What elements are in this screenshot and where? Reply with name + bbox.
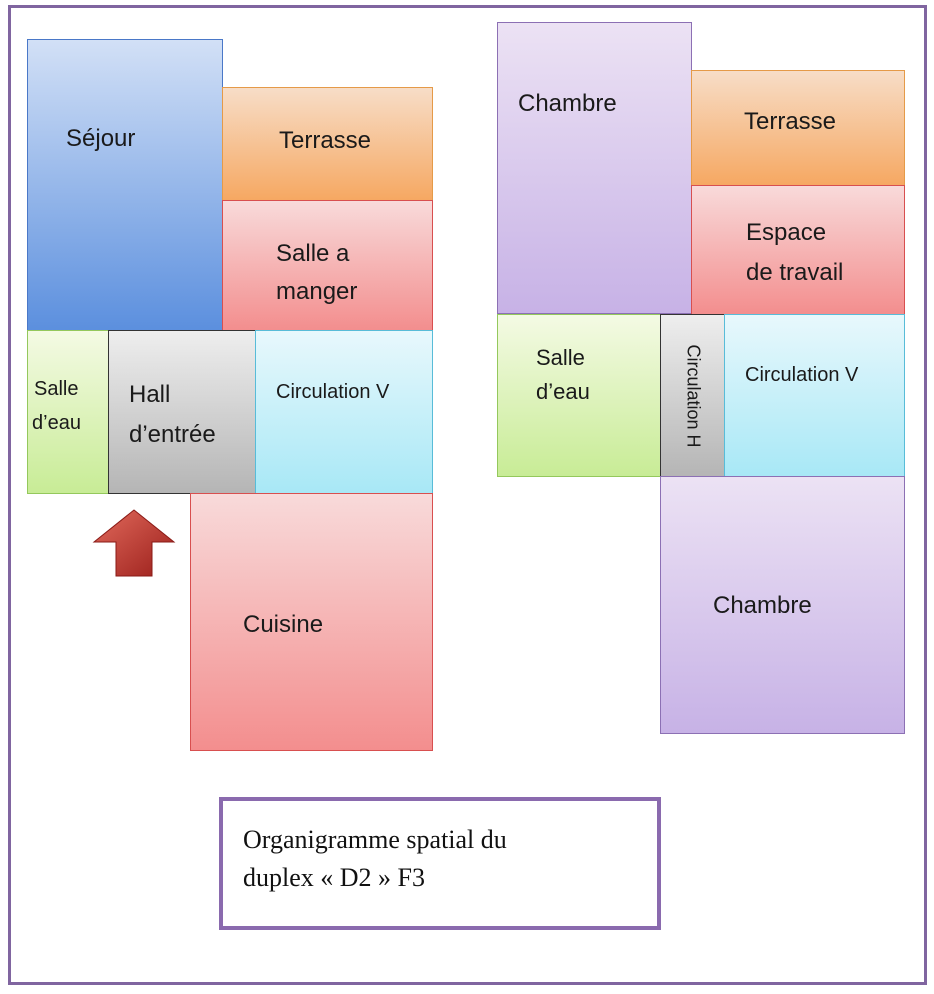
room-terrasse-right: Terrasse bbox=[691, 70, 905, 186]
room-hall-entree-label-2: d’entrée bbox=[129, 421, 216, 448]
room-sejour-label: Séjour bbox=[66, 125, 136, 152]
room-terrasse-right-label: Terrasse bbox=[744, 108, 837, 135]
room-chambre-bottom-label: Chambre bbox=[713, 592, 812, 619]
room-chambre-bottom: Chambre bbox=[660, 476, 905, 734]
room-salle-eau-left-label-2: d’eau bbox=[32, 412, 81, 434]
room-terrasse-left-label: Terrasse bbox=[279, 127, 372, 154]
caption-line-1: Organigramme spatial du bbox=[243, 825, 507, 854]
room-hall-entree-label-1: Hall bbox=[129, 381, 171, 408]
room-salle-eau-right: Salle d’eau bbox=[497, 314, 661, 477]
room-espace-travail-label-1: Espace bbox=[746, 219, 827, 246]
room-circulation-h: Circulation H bbox=[660, 314, 725, 477]
room-circulation-h-label: Circulation H bbox=[683, 343, 704, 448]
room-circulation-v-right: Circulation V bbox=[724, 314, 905, 477]
diagram-frame bbox=[8, 5, 927, 985]
room-espace-travail-label-2: de travail bbox=[746, 259, 844, 286]
entrance-arrow-icon bbox=[92, 509, 176, 577]
room-cuisine: Cuisine bbox=[190, 493, 433, 751]
room-circulation-v-right-label: Circulation V bbox=[745, 364, 859, 386]
room-salle-a-manger: Salle a manger bbox=[222, 200, 433, 331]
room-cuisine-label: Cuisine bbox=[243, 611, 324, 638]
room-salle-a-manger-label-1: Salle a bbox=[276, 240, 350, 267]
room-terrasse-left: Terrasse bbox=[222, 87, 433, 201]
room-salle-eau-right-label-1: Salle bbox=[536, 345, 585, 370]
room-espace-travail: Espace de travail bbox=[691, 185, 905, 315]
room-salle-eau-left-label-1: Salle bbox=[34, 378, 79, 400]
room-sejour: Séjour bbox=[27, 39, 223, 332]
room-circulation-v-left-label: Circulation V bbox=[276, 381, 390, 403]
room-salle-eau-left: Salle d’eau bbox=[27, 330, 112, 494]
room-chambre-top: Chambre bbox=[497, 22, 692, 314]
room-circulation-v-left: Circulation V bbox=[255, 330, 433, 494]
diagram-caption: Organigramme spatial du duplex « D2 » F3 bbox=[219, 797, 661, 930]
room-hall-entree: Hall d’entrée bbox=[108, 330, 256, 494]
room-chambre-top-label: Chambre bbox=[518, 90, 617, 117]
caption-line-2: duplex « D2 » F3 bbox=[243, 862, 425, 892]
room-salle-a-manger-label-2: manger bbox=[276, 278, 358, 305]
room-salle-eau-right-label-2: d’eau bbox=[536, 379, 590, 404]
